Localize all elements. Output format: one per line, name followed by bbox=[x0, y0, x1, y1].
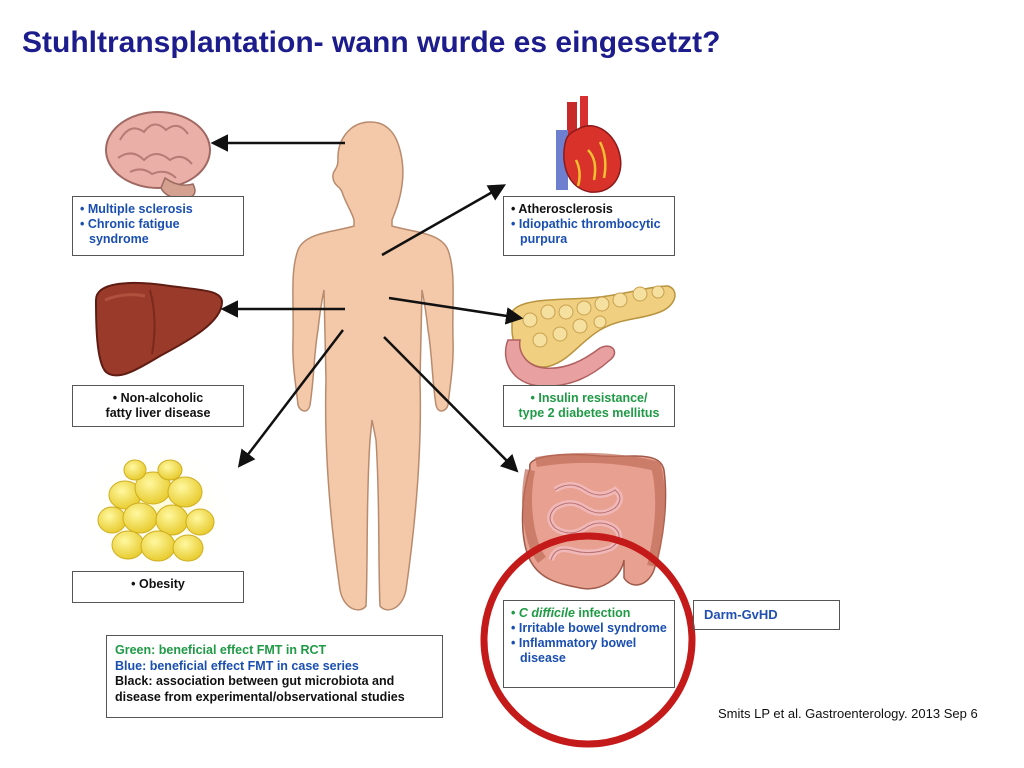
arrow-to-heart bbox=[381, 184, 507, 257]
highlight-circle bbox=[480, 532, 696, 748]
fat-cells-icon bbox=[80, 446, 236, 578]
legend-green: Green: beneficial effect FMT in RCT bbox=[115, 643, 327, 657]
item-nafld-line1: Non-alcoholic bbox=[79, 391, 237, 406]
c-difficile-rest: infection bbox=[574, 606, 631, 620]
item-atherosclerosis: Atherosclerosis bbox=[510, 202, 668, 217]
legend-black-line2: disease from experimental/observational … bbox=[115, 689, 405, 704]
item-obesity: Obesity bbox=[79, 577, 237, 592]
box-brain-diseases: Multiple sclerosis Chronic fatigue syndr… bbox=[72, 196, 244, 256]
citation: Smits LP et al. Gastroenterology. 2013 S… bbox=[718, 706, 978, 721]
box-liver-diseases: Non-alcoholic fatty liver disease bbox=[72, 385, 244, 427]
box-fat-diseases: Obesity bbox=[72, 571, 244, 603]
item-ibs: Irritable bowel syndrome bbox=[510, 621, 668, 636]
item-itp: Idiopathic thrombocytic purpura bbox=[510, 217, 668, 247]
arrow-to-pancreas bbox=[388, 296, 524, 325]
arrow-to-fat bbox=[237, 329, 344, 468]
box-pancreas-diseases: Insulin resistance/ type 2 diabetes mell… bbox=[503, 385, 675, 427]
liver-icon bbox=[94, 281, 224, 377]
legend-blue: Blue: beneficial effect FMT in case seri… bbox=[115, 658, 359, 673]
c-difficile-italic: C difficile bbox=[518, 606, 575, 620]
pancreas-icon bbox=[504, 285, 676, 387]
human-body-icon bbox=[292, 121, 454, 611]
item-insulin-line1: Insulin resistance/ bbox=[510, 391, 668, 406]
legend-black-line1: Black: association between gut microbiot… bbox=[115, 674, 395, 688]
legend-box: Green: beneficial effect FMT in RCT Blue… bbox=[106, 635, 443, 718]
item-nafld-line2: fatty liver disease bbox=[105, 406, 211, 420]
item-ibd: Inflammatory bowel disease bbox=[510, 636, 668, 666]
box-heart-diseases: Atherosclerosis Idiopathic thrombocytic … bbox=[503, 196, 675, 256]
darm-gvhd-label: Darm-GvHD bbox=[693, 600, 840, 630]
slide-title: Stuhltransplantation- wann wurde es eing… bbox=[22, 26, 721, 59]
brain-icon bbox=[105, 111, 211, 200]
box-gut-diseases: C difficile infection Irritable bowel sy… bbox=[503, 600, 675, 688]
intestine-icon bbox=[521, 452, 667, 590]
item-insulin-line2: type 2 diabetes mellitus bbox=[518, 406, 660, 420]
item-multiple-sclerosis: Multiple sclerosis bbox=[79, 202, 237, 217]
item-chronic-fatigue: Chronic fatigue syndrome bbox=[79, 217, 237, 247]
arrow-to-intestine bbox=[383, 336, 519, 473]
item-c-difficile: C difficile infection bbox=[510, 606, 668, 621]
heart-icon bbox=[556, 96, 622, 193]
